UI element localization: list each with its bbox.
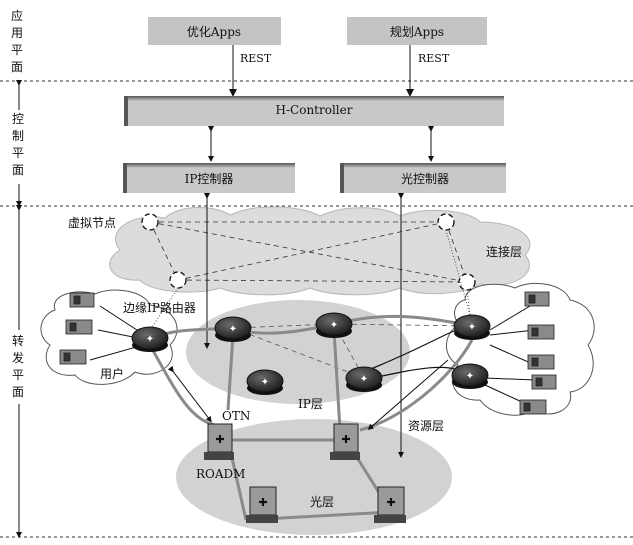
otn-node-left: ✚ bbox=[204, 423, 234, 460]
virtual-node-4 bbox=[458, 273, 476, 291]
roadm-node-bottom-left: ✚ bbox=[246, 486, 278, 523]
svg-text:✦: ✦ bbox=[468, 322, 476, 333]
svg-text:✚: ✚ bbox=[258, 496, 267, 509]
user-label: 用户 bbox=[100, 366, 124, 381]
planning-apps-box: 规划Apps bbox=[347, 17, 487, 45]
svg-text:IP控制器: IP控制器 bbox=[185, 172, 234, 186]
left-user-devices bbox=[59, 292, 95, 365]
virtual-node-1 bbox=[141, 213, 159, 231]
router-edge-right-1: ✦ bbox=[453, 314, 491, 340]
edge-to-otn-arrow-left bbox=[167, 365, 212, 423]
roadm-label: ROADM bbox=[196, 467, 245, 481]
optical-controller-box: 光控制器 bbox=[340, 163, 506, 193]
rest-label-left: REST bbox=[240, 52, 272, 65]
router-ip-3: ✦ bbox=[246, 369, 284, 395]
ip-layer-label: IP层 bbox=[298, 397, 323, 411]
svg-text:转: 转 bbox=[12, 333, 24, 348]
router-ip-2: ✦ bbox=[315, 312, 353, 338]
control-plane-label: 控 制 平 面 bbox=[9, 110, 29, 184]
virtual-node-3 bbox=[169, 271, 187, 289]
svg-text:光控制器: 光控制器 bbox=[401, 172, 449, 186]
svg-text:✦: ✦ bbox=[330, 320, 338, 331]
ip-controller-box: IP控制器 bbox=[123, 163, 295, 193]
svg-text:✦: ✦ bbox=[146, 334, 154, 345]
svg-text:✚: ✚ bbox=[341, 433, 350, 446]
optical-layer-label: 光层 bbox=[310, 495, 334, 509]
forwarding-plane-label: 转 发 平 面 bbox=[9, 330, 29, 404]
mapping-line-right bbox=[466, 289, 471, 316]
right-user-devices bbox=[519, 291, 557, 415]
svg-text:面: 面 bbox=[12, 385, 24, 399]
svg-text:面: 面 bbox=[12, 163, 24, 177]
router-edge-left: ✦ bbox=[131, 326, 169, 352]
otn-node-right: ✚ bbox=[330, 423, 360, 460]
edge-ip-router-label: 边缘IP路由器 bbox=[123, 300, 196, 315]
svg-text:平: 平 bbox=[12, 146, 24, 160]
right-user-cloud bbox=[446, 282, 595, 416]
svg-text:发: 发 bbox=[12, 350, 24, 365]
router-ip-4: ✦ bbox=[345, 366, 383, 392]
mapping-line-left bbox=[149, 287, 179, 331]
resource-layer-label: 资源层 bbox=[408, 419, 444, 433]
svg-text:制: 制 bbox=[12, 129, 24, 143]
rest-label-right: REST bbox=[418, 52, 450, 65]
edge-to-otn-arrow-right bbox=[367, 359, 449, 430]
optimize-apps-box: 优化Apps bbox=[148, 17, 281, 45]
virtual-node-label: 虚拟节点 bbox=[68, 216, 116, 230]
application-plane-label: 应 用 平 面 bbox=[11, 8, 23, 74]
connection-layer-cloud bbox=[109, 206, 531, 296]
svg-text:平: 平 bbox=[12, 368, 24, 382]
svg-text:✦: ✦ bbox=[360, 374, 368, 385]
svg-text:优化Apps: 优化Apps bbox=[187, 25, 241, 39]
svg-text:控: 控 bbox=[12, 112, 24, 126]
svg-text:✚: ✚ bbox=[386, 496, 395, 509]
svg-text:平: 平 bbox=[11, 43, 23, 57]
svg-text:✚: ✚ bbox=[215, 433, 224, 446]
router-ip-1: ✦ bbox=[214, 316, 252, 342]
svg-text:✦: ✦ bbox=[466, 371, 474, 382]
svg-text:应: 应 bbox=[11, 8, 23, 23]
svg-text:✦: ✦ bbox=[261, 377, 269, 388]
connection-layer-label: 连接层 bbox=[486, 244, 522, 259]
router-edge-right-2: ✦ bbox=[451, 363, 489, 389]
svg-text:用: 用 bbox=[11, 26, 23, 40]
svg-text:H-Controller: H-Controller bbox=[276, 103, 353, 117]
h-controller-box: H-Controller bbox=[124, 96, 504, 126]
roadm-node-bottom-right: ✚ bbox=[374, 486, 406, 523]
virtual-node-2 bbox=[437, 213, 455, 231]
svg-text:面: 面 bbox=[11, 60, 23, 74]
svg-text:规划Apps: 规划Apps bbox=[390, 24, 444, 39]
svg-text:✦: ✦ bbox=[229, 324, 237, 335]
otn-label: OTN bbox=[222, 409, 250, 423]
